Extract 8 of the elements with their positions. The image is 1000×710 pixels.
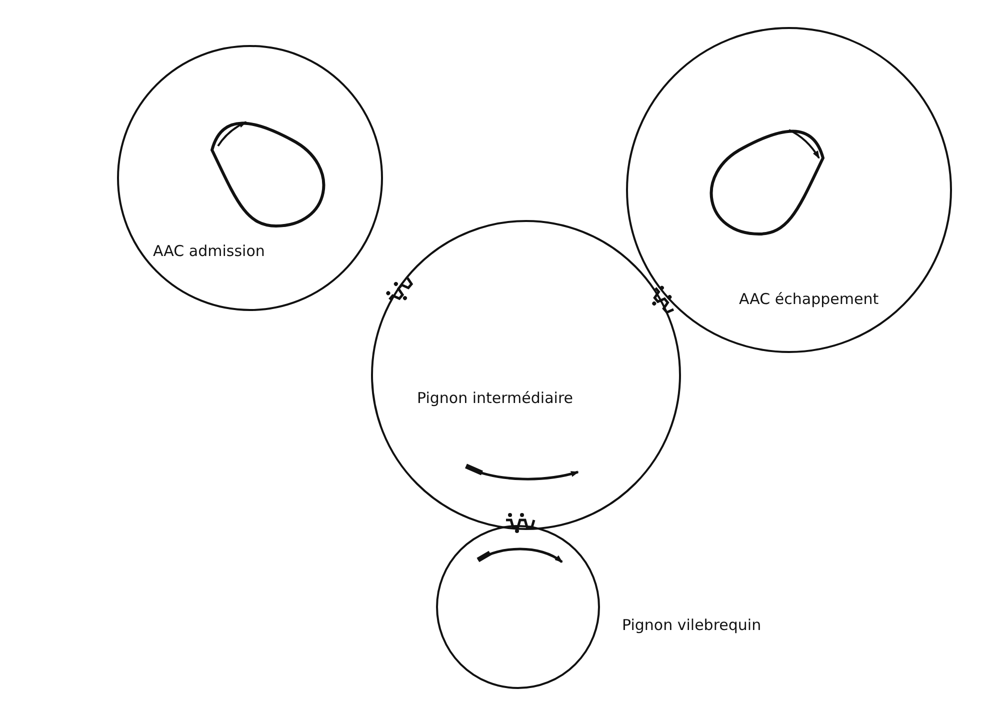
gear-label: Pignon intermédiaire	[417, 389, 574, 407]
gear-circle	[371, 220, 681, 530]
gear-circle	[626, 27, 952, 353]
gear-label: AAC échappement	[739, 290, 879, 308]
gear-label: AAC admission	[153, 242, 265, 260]
gear-circle	[117, 45, 383, 311]
gear-circle	[436, 525, 600, 689]
gear-label: Pignon vilebrequin	[622, 616, 762, 634]
